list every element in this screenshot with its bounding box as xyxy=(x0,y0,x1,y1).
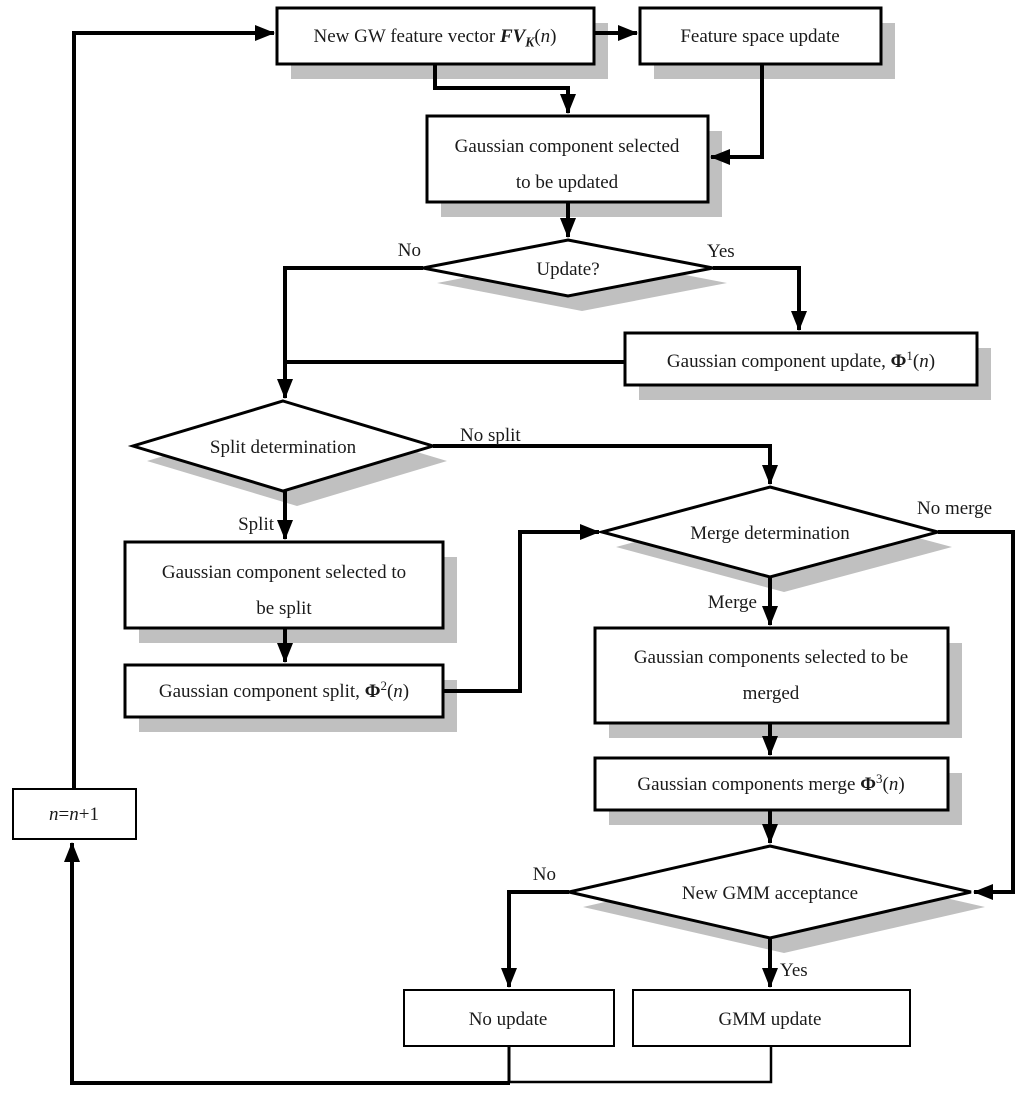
text-part: ( xyxy=(387,681,393,702)
decision-merge-determination xyxy=(596,485,944,579)
edge-no-merge xyxy=(938,530,1015,900)
label-split-determination: Split determination xyxy=(210,437,357,458)
text-part: = xyxy=(59,804,70,825)
text-part: ( xyxy=(534,26,540,47)
process-component-selected-to-split xyxy=(123,540,445,630)
text-part: n xyxy=(919,351,929,372)
edge-no-split xyxy=(433,444,778,485)
label-components-selected-merge-line1: Gaussian components selected to be xyxy=(634,647,908,668)
process-no-update xyxy=(403,989,615,1047)
text-part: n xyxy=(393,681,403,702)
node-shapes xyxy=(12,6,979,1047)
edge-split-to-merge-decision xyxy=(443,524,600,693)
edge-acceptance-no xyxy=(501,890,569,988)
text-part: +1 xyxy=(79,804,99,825)
edge-update-yes xyxy=(713,266,807,331)
edge-restart-loop xyxy=(72,25,275,789)
label-gaussian-component-update: Gaussian component update, Φ1(n) xyxy=(667,348,935,372)
text-part: ( xyxy=(913,351,919,372)
process-increment-n xyxy=(12,788,137,840)
edge-label-update-no: No xyxy=(398,240,421,261)
label-component-selected-split-line1: Gaussian component selected to xyxy=(162,562,406,583)
text-part-phi: Φ xyxy=(365,681,381,702)
edge-labels: No Yes No split Split No merge Merge No … xyxy=(238,240,992,981)
text-part: n xyxy=(69,804,79,825)
text-part: n xyxy=(49,804,59,825)
label-update-question: Update? xyxy=(536,259,599,280)
text-part-phi: Φ xyxy=(860,774,876,795)
label-no-update: No update xyxy=(469,1009,548,1030)
process-new-gw-feature-vector xyxy=(275,6,596,66)
text-part: FV xyxy=(499,26,527,47)
label-components-selected-merge-line2: merged xyxy=(743,683,800,704)
process-gaussian-components-merge xyxy=(593,756,950,812)
process-gaussian-component-split xyxy=(123,663,445,719)
text-part: n xyxy=(889,774,899,795)
label-gaussian-components-merge: Gaussian components merge Φ3(n) xyxy=(637,771,904,795)
label-merge-determination: Merge determination xyxy=(690,523,850,544)
process-gaussian-component-update xyxy=(623,331,979,387)
text-part: Gaussian component split, xyxy=(159,681,365,702)
label-increment-n: n=n+1 xyxy=(49,804,99,825)
label-gmm-update: GMM update xyxy=(719,1009,822,1030)
label-component-selected-split-line2: be split xyxy=(256,598,312,619)
process-components-selected-to-merge xyxy=(593,626,950,725)
label-gaussian-component-split: Gaussian component split, Φ2(n) xyxy=(159,678,409,702)
edge-featurespace-to-selection xyxy=(710,64,764,165)
edge-update-no xyxy=(277,266,423,399)
label-component-selected-update-line1: Gaussian component selected xyxy=(455,136,680,157)
text-part: ) xyxy=(550,26,556,47)
text-part: ) xyxy=(898,774,904,795)
edge-label-no-merge: No merge xyxy=(917,498,992,519)
text-part: ) xyxy=(929,351,935,372)
edge-featurevector-to-selection xyxy=(433,64,576,114)
decision-split-determination xyxy=(127,399,439,493)
text-part-phi: Φ xyxy=(891,351,907,372)
process-gmm-update xyxy=(632,989,911,1047)
label-component-selected-update-line2: to be updated xyxy=(516,172,619,193)
edge-label-acceptance-no: No xyxy=(533,864,556,885)
text-part: Gaussian component update, xyxy=(667,351,891,372)
edge-label-acceptance-yes: Yes xyxy=(780,960,808,981)
decision-update xyxy=(422,238,714,298)
label-new-gw-feature-vector: New GW feature vector FVK(n) xyxy=(314,26,557,50)
text-part-subscript: K xyxy=(524,35,535,50)
node-labels: New GW feature vector FVK(n) Feature spa… xyxy=(49,26,935,1030)
decision-new-gmm-acceptance xyxy=(568,844,972,940)
edge-gmmupdate-to-loop xyxy=(509,1046,773,1084)
text-part-superscript: 3 xyxy=(876,771,883,786)
edge-label-merge: Merge xyxy=(708,592,757,613)
process-feature-space-update xyxy=(638,6,883,66)
label-feature-space-update: Feature space update xyxy=(680,26,839,47)
text-part: New GW feature vector xyxy=(314,26,500,47)
text-part-superscript: 2 xyxy=(380,678,387,693)
text-part: Gaussian components merge xyxy=(637,774,860,795)
edge-label-split: Split xyxy=(238,514,275,535)
text-part: ( xyxy=(882,774,888,795)
text-part: ) xyxy=(403,681,409,702)
edge-label-update-yes: Yes xyxy=(707,241,735,262)
connectors xyxy=(64,25,1015,1085)
label-new-gmm-acceptance: New GMM acceptance xyxy=(682,883,858,904)
process-component-selected-to-update xyxy=(425,114,710,204)
edge-loop-to-increment xyxy=(64,842,510,1085)
text-part: n xyxy=(541,26,551,47)
text-part-superscript: 1 xyxy=(906,348,913,363)
edge-label-no-split: No split xyxy=(460,425,521,446)
